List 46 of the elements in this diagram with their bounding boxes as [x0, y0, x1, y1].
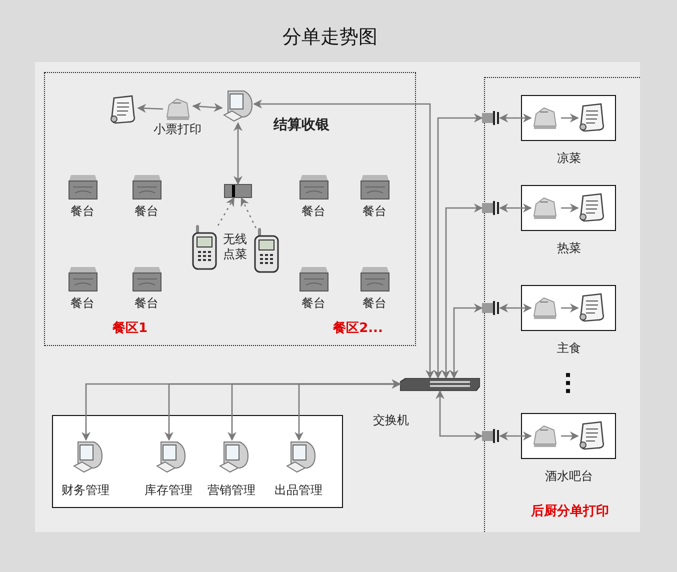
arrow	[499, 114, 532, 122]
arrow	[234, 122, 242, 185]
node-label: 餐台	[70, 294, 96, 310]
arrow	[499, 432, 532, 440]
dotted-frame	[44, 72, 416, 346]
node-label: 财务管理	[60, 482, 110, 498]
terminal-group-box	[52, 415, 343, 508]
arrow	[253, 100, 434, 379]
arrow	[192, 102, 223, 112]
node-label: 餐台	[134, 202, 160, 218]
arrow	[561, 432, 579, 440]
node-label: 餐台	[70, 202, 96, 218]
arrow	[436, 390, 483, 440]
node-label: 出品管理	[274, 482, 324, 498]
node-label: 热菜	[556, 240, 582, 256]
arrow	[294, 380, 401, 441]
node-label: 凉菜	[556, 150, 582, 166]
arrow	[217, 197, 234, 226]
arrow	[499, 304, 532, 312]
area-label: 后厨分单打印	[530, 504, 610, 520]
node-label: 餐台	[300, 294, 326, 310]
dotted-frame	[484, 77, 640, 532]
node-label: 餐台	[134, 294, 160, 310]
area-label: 餐区2...	[332, 321, 384, 337]
title: 分单走势图	[282, 26, 378, 48]
node-label: 结算收银	[272, 116, 330, 132]
arrow	[434, 114, 483, 379]
node-label: 交换机	[372, 412, 410, 428]
arrow	[137, 104, 164, 113]
arrow	[561, 114, 579, 122]
arrow	[240, 197, 256, 228]
node-label: 酒水吧台	[544, 468, 594, 484]
node-label: 餐台	[362, 294, 388, 310]
arrow	[442, 204, 483, 379]
node-label: 营销管理	[206, 482, 256, 498]
node-label: 小票打印	[152, 120, 202, 136]
node-label: 餐台	[362, 202, 388, 218]
area-label: 餐区1	[111, 321, 149, 337]
node-label: 餐台	[300, 202, 326, 218]
wireless-ordering-label: 无线点菜	[222, 232, 248, 262]
arrow	[561, 304, 579, 312]
arrow	[499, 204, 532, 212]
arrow	[450, 304, 483, 379]
node-label: 库存管理	[144, 482, 194, 498]
node-label: 主食	[556, 340, 582, 356]
arrow	[561, 204, 579, 212]
